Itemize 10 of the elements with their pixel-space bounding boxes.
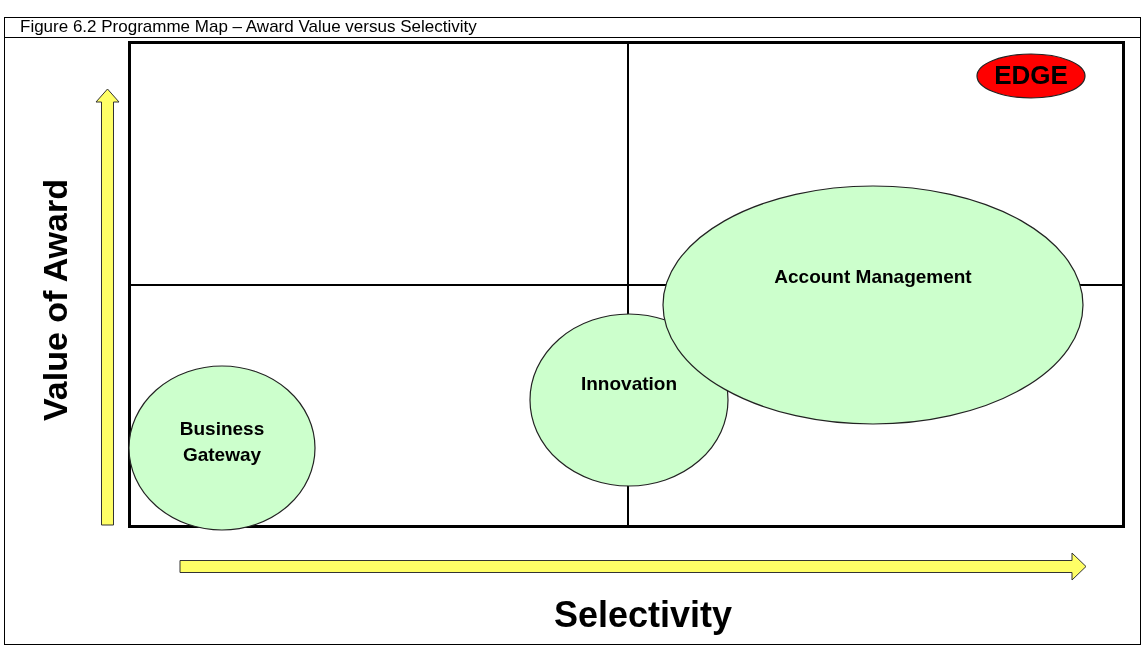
ellipse-node [529,313,729,487]
axis-title: Value of Award [35,179,75,421]
figure-title: Figure 6.2 Programme Map – Award Value versus Selectivity [20,16,477,37]
node-label: Business Gateway [178,417,266,467]
node-label: Account Management [774,265,972,290]
ellipse-node [976,53,1086,99]
axis-title: Selectivity [553,594,733,636]
node-label: Innovation [580,372,678,397]
ellipse-node [128,365,316,531]
node-label: EDGE [994,59,1068,93]
